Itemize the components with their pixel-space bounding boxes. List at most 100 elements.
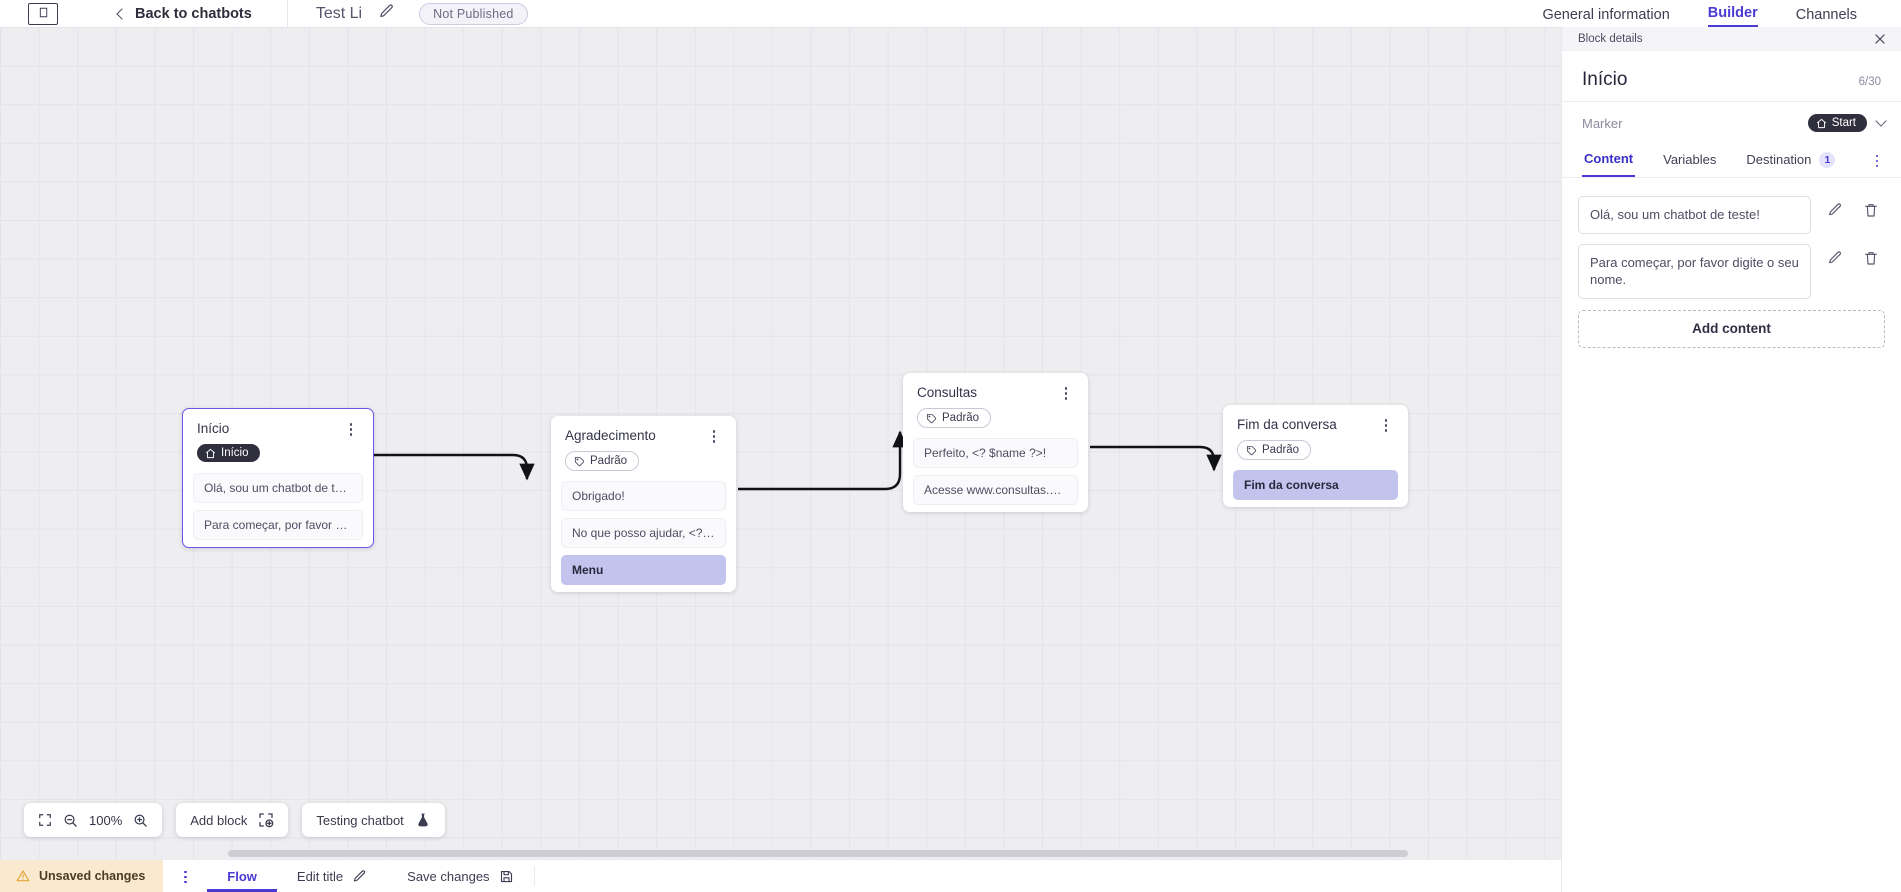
panel-strip: Block details xyxy=(1562,27,1901,51)
app-logo-icon[interactable]: ⎕ xyxy=(28,2,58,25)
tag-icon xyxy=(1246,445,1257,456)
bottom-tab-flow[interactable]: Flow xyxy=(207,860,277,892)
node-message[interactable]: Acesse www.consultas.com par... xyxy=(913,474,1078,505)
node-message-menu[interactable]: Menu xyxy=(561,554,726,585)
flow-node-fim-da-conversa[interactable]: Fim da conversa Padrão Fim da conversa xyxy=(1223,405,1408,507)
bottom-bar-more-button[interactable] xyxy=(163,860,207,892)
save-changes-button[interactable]: Save changes xyxy=(387,860,533,892)
node-title: Agradecimento xyxy=(565,428,656,443)
pencil-icon[interactable] xyxy=(1827,250,1843,266)
zoom-out-icon[interactable] xyxy=(63,813,78,828)
testing-chatbot-button[interactable]: Testing chatbot xyxy=(302,803,445,837)
top-navigation: General information Builder Channels xyxy=(1542,0,1901,27)
tag-icon xyxy=(926,413,937,424)
unsaved-changes-label: Unsaved changes xyxy=(39,869,146,883)
flow-node-consultas[interactable]: Consultas Padrão Perfeito, <? $name ?>! … xyxy=(903,373,1088,512)
unsaved-changes-status: Unsaved changes xyxy=(0,860,164,892)
node-messages: Obrigado! No que posso ajudar, <? $name … xyxy=(551,480,736,585)
back-to-chatbots-label: Back to chatbots xyxy=(135,5,252,22)
tab-content-label: Content xyxy=(1584,151,1634,166)
tab-general-information[interactable]: General information xyxy=(1542,7,1670,23)
content-text[interactable]: Para começar, por favor digite o seu nom… xyxy=(1578,243,1811,299)
trash-icon[interactable] xyxy=(1863,202,1879,218)
add-block-button[interactable]: Add block xyxy=(176,803,289,837)
more-vertical-icon[interactable] xyxy=(706,428,722,443)
more-vertical-icon[interactable] xyxy=(343,421,359,436)
flask-icon xyxy=(415,812,431,828)
node-tag-row: Padrão xyxy=(551,443,736,481)
canvas-horizontal-scrollbar[interactable] xyxy=(0,848,1561,859)
zoom-level-label: 100% xyxy=(89,812,123,828)
status-badge: Not Published xyxy=(419,2,528,25)
destination-count-badge: 1 xyxy=(1819,151,1836,168)
chevron-left-icon xyxy=(116,7,128,20)
node-tag-start: Início xyxy=(197,444,260,462)
node-tag-row: Padrão xyxy=(903,400,1088,438)
node-header: Fim da conversa xyxy=(1223,405,1408,432)
node-tag-label: Padrão xyxy=(942,412,980,424)
chevron-down-icon[interactable] xyxy=(1875,115,1887,127)
node-message[interactable]: No que posso ajudar, <? $name ... xyxy=(561,517,726,548)
tab-variables-label: Variables xyxy=(1663,152,1717,167)
tag-icon xyxy=(574,456,585,467)
flow-canvas[interactable]: Início Início Olá, sou um chatbot de tes… xyxy=(0,27,1561,859)
tab-builder[interactable]: Builder xyxy=(1707,5,1758,27)
add-content-button[interactable]: Add content xyxy=(1578,309,1885,348)
close-icon[interactable] xyxy=(1873,32,1887,46)
node-tag-padrao: Padrão xyxy=(565,451,640,471)
block-details-panel: Block details Início 6/30 Marker Start xyxy=(1561,27,1901,892)
content-list: Olá, sou um chatbot de teste! Para começ… xyxy=(1562,178,1901,348)
node-title: Início xyxy=(197,421,230,436)
zoom-controls: 100% xyxy=(24,803,163,837)
pencil-icon[interactable] xyxy=(1827,202,1843,218)
add-block-label: Add block xyxy=(190,812,248,828)
content-actions xyxy=(1811,196,1885,218)
tab-content[interactable]: Content xyxy=(1582,143,1636,177)
node-message[interactable]: Olá, sou um chatbot de teste! xyxy=(193,472,363,503)
more-vertical-icon[interactable] xyxy=(1378,417,1394,432)
node-title: Consultas xyxy=(917,385,978,400)
trash-icon[interactable] xyxy=(1863,250,1879,266)
edit-title-button[interactable]: Edit title xyxy=(277,860,387,892)
node-tag-row: Padrão xyxy=(1223,432,1408,470)
edit-title-label: Edit title xyxy=(296,868,344,884)
node-tag-label: Início xyxy=(221,447,249,459)
node-header: Agradecimento xyxy=(551,416,736,443)
marker-value: Start xyxy=(1831,117,1856,129)
tab-destination[interactable]: Destination 1 xyxy=(1744,144,1837,177)
bottom-bar-divider xyxy=(533,866,535,886)
testing-chatbot-label: Testing chatbot xyxy=(316,812,404,828)
flow-node-agradecimento[interactable]: Agradecimento Padrão Obrigado! No que po… xyxy=(551,416,736,592)
content-item: Para começar, por favor digite o seu nom… xyxy=(1578,243,1885,299)
pencil-icon[interactable] xyxy=(378,3,395,25)
header-divider xyxy=(286,0,288,27)
scrollbar-thumb[interactable] xyxy=(228,850,1408,857)
node-messages: Fim da conversa xyxy=(1223,469,1408,500)
save-disk-icon xyxy=(499,869,514,884)
node-message[interactable]: Perfeito, <? $name ?>! xyxy=(913,437,1078,468)
more-vertical-icon[interactable] xyxy=(1869,153,1885,168)
zoom-in-icon[interactable] xyxy=(133,813,148,828)
node-message[interactable]: Para começar, por favor digite o ... xyxy=(193,509,363,540)
chatbot-title: Test Li xyxy=(315,4,363,22)
node-tag-label: Padrão xyxy=(1262,444,1300,456)
tab-variables[interactable]: Variables xyxy=(1661,144,1718,176)
node-message[interactable]: Fim da conversa xyxy=(1233,469,1398,500)
panel-title: Início xyxy=(1582,69,1628,90)
marker-control[interactable]: Start xyxy=(1807,114,1887,132)
back-to-chatbots-button[interactable]: Back to chatbots xyxy=(116,5,252,22)
marker-start-badge[interactable]: Start xyxy=(1807,114,1867,132)
more-vertical-icon[interactable] xyxy=(1058,385,1074,400)
bottom-bar: Unsaved changes Flow Edit title Save cha… xyxy=(0,859,1561,892)
tab-channels[interactable]: Channels xyxy=(1795,7,1857,23)
save-changes-label: Save changes xyxy=(407,868,490,884)
panel-strip-title: Block details xyxy=(1578,32,1643,45)
fit-screen-icon[interactable] xyxy=(38,813,52,827)
node-messages: Olá, sou um chatbot de teste! Para começ… xyxy=(183,472,373,540)
node-title: Fim da conversa xyxy=(1237,417,1337,432)
flow-node-inicio[interactable]: Início Início Olá, sou um chatbot de tes… xyxy=(182,408,374,548)
more-vertical-icon[interactable] xyxy=(177,869,193,884)
node-message[interactable]: Obrigado! xyxy=(561,480,726,511)
content-text[interactable]: Olá, sou um chatbot de teste! xyxy=(1578,196,1811,234)
node-tag-padrao: Padrão xyxy=(1237,440,1312,460)
